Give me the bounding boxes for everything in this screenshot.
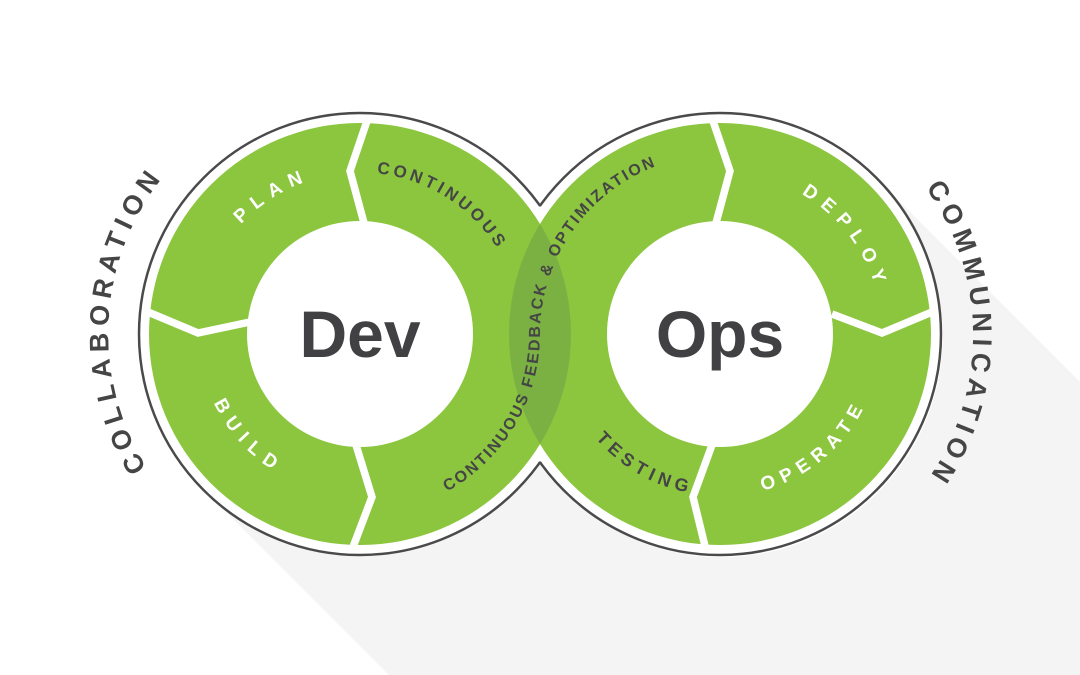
dev-center-label: Dev [299, 297, 420, 371]
right-ring [509, 123, 931, 545]
left-ring [149, 123, 571, 545]
divider-operate-testing [689, 443, 716, 547]
divider-optimization-deploy [709, 119, 734, 224]
ops-center-label: Ops [656, 297, 784, 371]
drop-shadow [204, 178, 1080, 675]
segment-dividers [146, 119, 934, 549]
divider-build-feedback [349, 443, 376, 549]
divider-plan-continuous [346, 119, 371, 224]
divider-plan-build [146, 308, 251, 337]
divider-deploy-operate [830, 308, 934, 338]
